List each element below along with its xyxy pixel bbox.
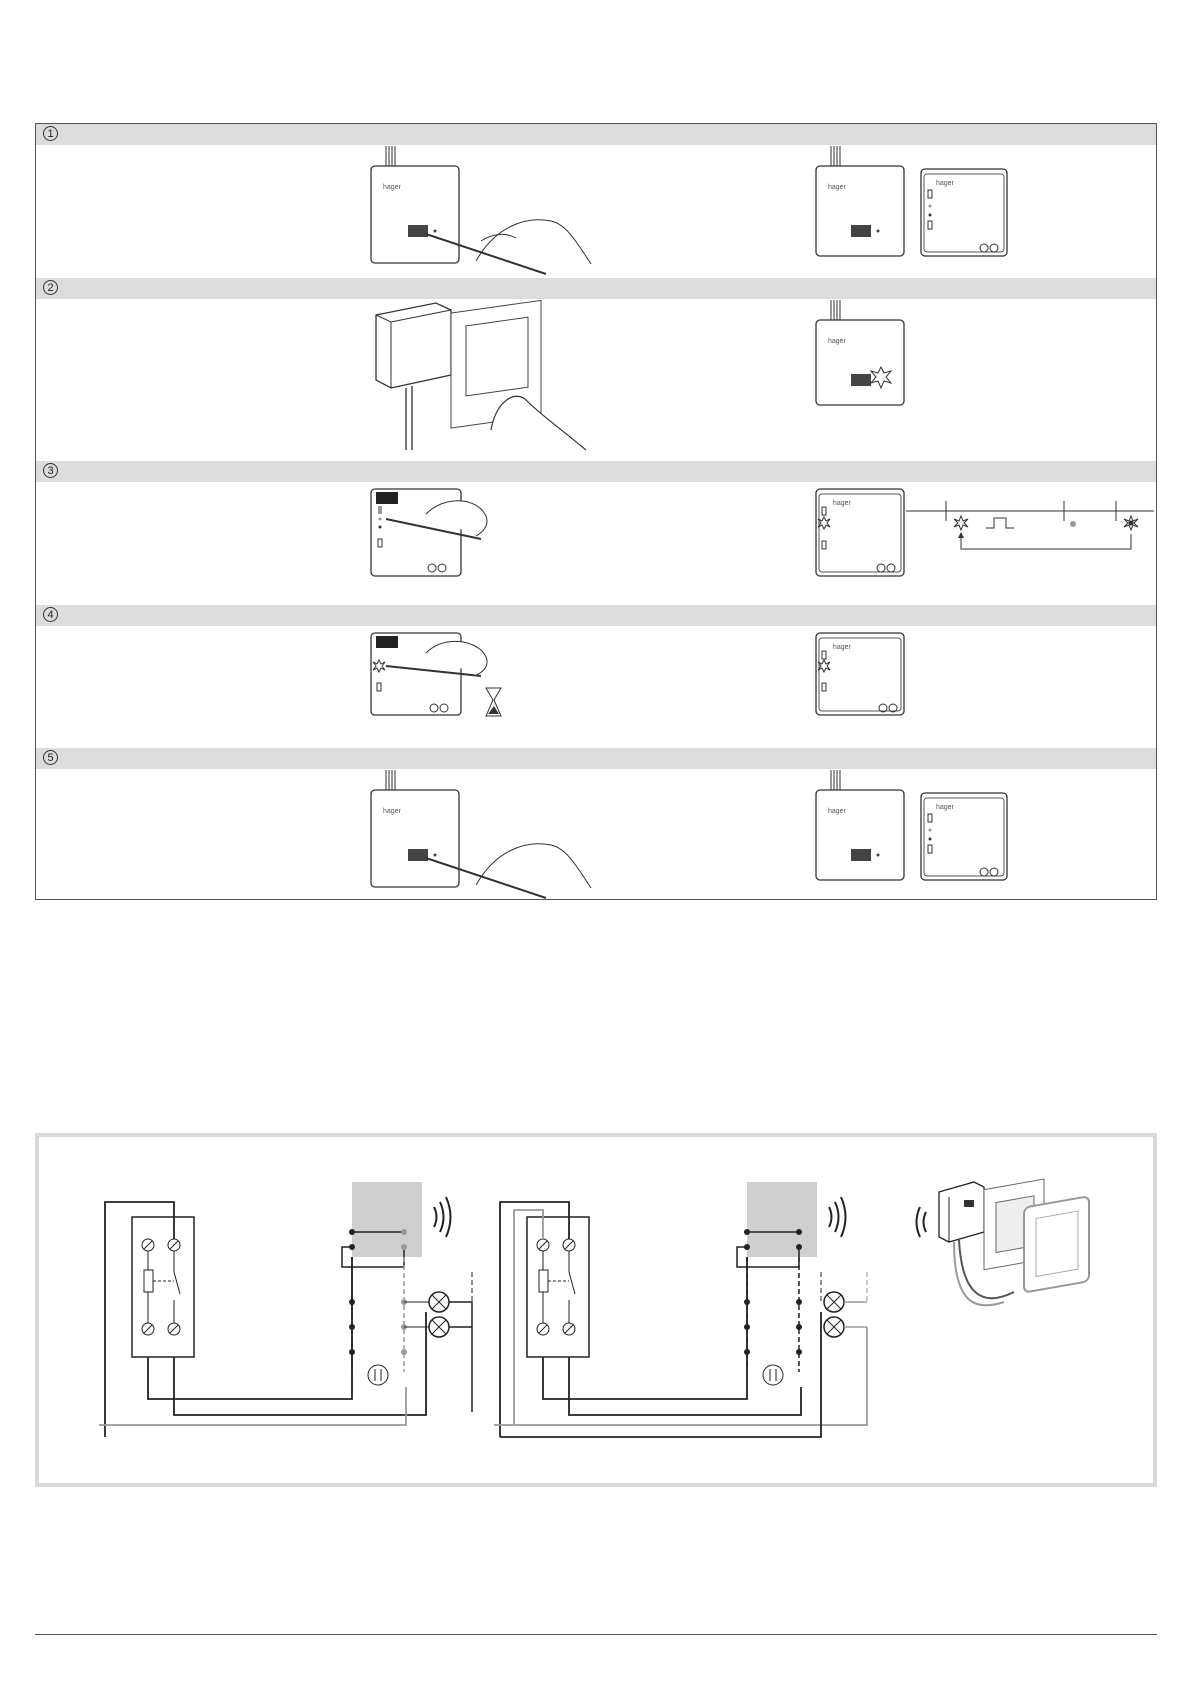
device-brand: hager <box>828 184 847 191</box>
device-brand: hager <box>936 804 955 811</box>
blink-timing-diagram <box>906 494 1156 569</box>
step-1-number: 1 <box>43 126 58 141</box>
device-pen-press-icon-2: hager <box>366 770 596 900</box>
lamp-icon <box>429 1317 449 1337</box>
device-mount-icon <box>366 300 606 455</box>
step-2-band: 2 <box>36 278 1156 299</box>
lamp-icon <box>824 1292 844 1312</box>
device-brand: hager <box>383 184 402 191</box>
step-3-band: 3 <box>36 461 1156 482</box>
device-brand: hager <box>828 338 847 345</box>
steps-panel: 1 hager hager hager 2 <box>35 123 1157 900</box>
lamp-icon <box>824 1317 844 1337</box>
device-brand: hager <box>936 180 955 187</box>
lamp-icon <box>429 1292 449 1312</box>
device-pair-icon-2: hager hager <box>811 770 1061 880</box>
radio-waves-icon <box>917 1207 927 1237</box>
device-brand: hager <box>383 808 402 815</box>
device-led-flash-icon: hager <box>811 300 931 410</box>
step-3-number: 3 <box>43 463 58 478</box>
device-brand: hager <box>833 500 852 507</box>
wiring-diagrams-panel <box>35 1133 1157 1487</box>
pulse-icon <box>986 518 1014 528</box>
device-brand: hager <box>833 644 852 651</box>
product-assembly-icon <box>914 1172 1104 1372</box>
step-2-number: 2 <box>43 280 58 295</box>
step-4-number: 4 <box>43 607 58 622</box>
led-blink-icon <box>954 516 968 530</box>
footer-rule <box>35 1634 1157 1635</box>
step-1-band: 1 <box>36 124 1156 145</box>
step-4-band: 4 <box>36 605 1156 626</box>
radio-waves-icon <box>829 1197 846 1237</box>
device-pen-press-icon: hager <box>366 146 596 276</box>
device-pair-icon: hager hager <box>811 146 1061 256</box>
device-led-blink-icon: hager <box>811 484 911 579</box>
device-hold-icon <box>366 628 546 723</box>
device-brand: hager <box>828 808 847 815</box>
device-led-blink-icon-2: hager <box>811 628 911 723</box>
radio-waves-icon <box>434 1197 451 1237</box>
hourglass-icon <box>486 688 501 716</box>
wiring-diagram-b <box>489 1182 849 1442</box>
step-5-band: 5 <box>36 748 1156 769</box>
step-5-number: 5 <box>43 750 58 765</box>
device-program-icon <box>366 484 506 579</box>
wiring-diagram-a <box>94 1182 454 1442</box>
